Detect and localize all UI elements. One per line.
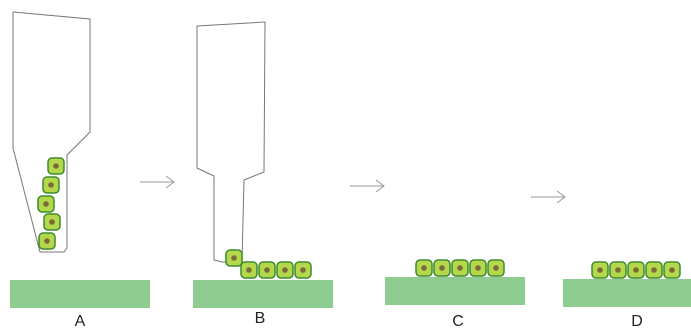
panel-d: [563, 261, 691, 307]
cell: [487, 259, 505, 277]
cell: [433, 259, 451, 277]
cell: [451, 259, 469, 277]
cell: [415, 259, 433, 277]
cell: [240, 261, 258, 279]
substrate-d: [563, 279, 691, 307]
cell: [47, 157, 65, 175]
panel-label-c: C: [452, 313, 464, 330]
cell: [37, 195, 55, 213]
cell: [645, 261, 663, 279]
cell: [294, 261, 312, 279]
substrate-c: [385, 277, 525, 305]
cell: [591, 261, 609, 279]
substrate-b: [193, 280, 333, 308]
cell: [609, 261, 627, 279]
cell: [38, 232, 56, 250]
cell: [276, 261, 294, 279]
cell-row-b: [225, 249, 312, 279]
cell: [663, 261, 681, 279]
pipette-a: [12, 11, 91, 253]
pipette-b: [196, 21, 266, 263]
panel-label-a: A: [74, 313, 86, 330]
cell: [42, 176, 60, 194]
panel-label-d: D: [631, 313, 643, 330]
substrate-a: [10, 280, 150, 308]
panel-a: [10, 11, 150, 308]
panel-label-b: B: [254, 310, 266, 327]
cell-row-d: [591, 261, 681, 279]
arrow-right-icon: [531, 190, 566, 204]
arrow-right-icon: [350, 179, 385, 193]
panel-b: [193, 21, 333, 308]
cell: [43, 213, 61, 231]
cell: [258, 261, 276, 279]
cell: [469, 259, 487, 277]
panel-c: [385, 259, 525, 305]
cell-row-c: [415, 259, 505, 277]
cell: [627, 261, 645, 279]
cell: [225, 249, 243, 267]
arrow-right-icon: [140, 175, 175, 189]
